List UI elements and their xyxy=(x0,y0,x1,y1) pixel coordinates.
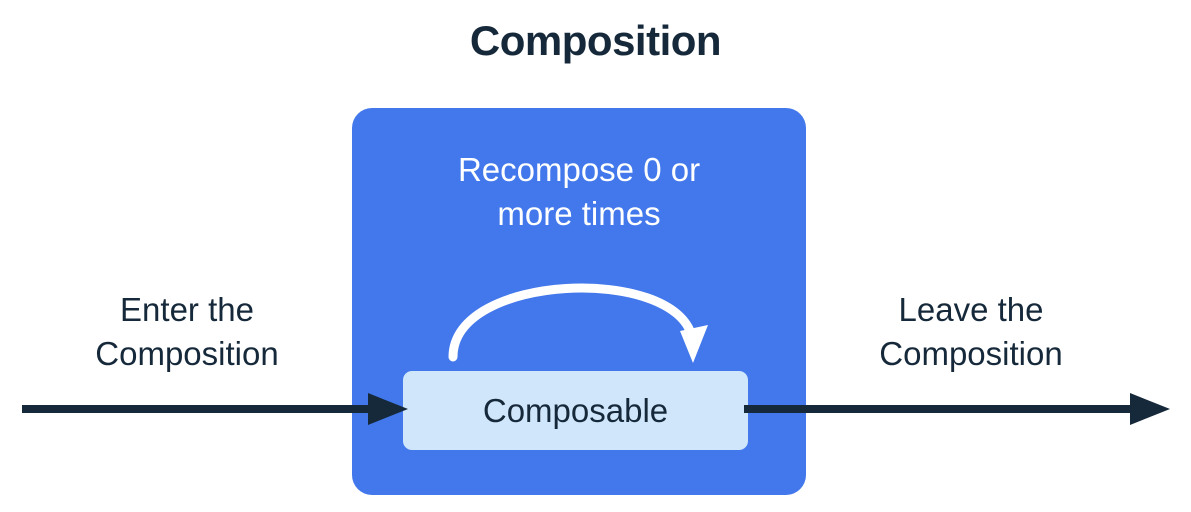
enter-caption-line1: Enter the xyxy=(120,291,254,328)
right-arrow-icon xyxy=(744,393,1170,425)
curved-loop-arrow-icon xyxy=(448,283,708,363)
page-title: Composition xyxy=(469,17,722,64)
leave-composition-caption: Leave the Composition xyxy=(806,288,1136,375)
recompose-label: Recompose 0 or more times xyxy=(352,148,806,235)
enter-caption-line2: Composition xyxy=(95,334,279,372)
composable-node[interactable]: Composable xyxy=(403,371,748,450)
leave-caption-line2: Composition xyxy=(879,334,1063,372)
right-arrow-icon xyxy=(22,393,408,425)
enter-composition-caption: Enter the Composition xyxy=(22,288,352,375)
composable-label: Composable xyxy=(482,392,669,429)
recompose-label-line1: Recompose 0 or xyxy=(457,151,701,188)
recompose-label-line2: more times xyxy=(497,194,661,232)
leave-caption-line1: Leave the xyxy=(898,291,1044,328)
